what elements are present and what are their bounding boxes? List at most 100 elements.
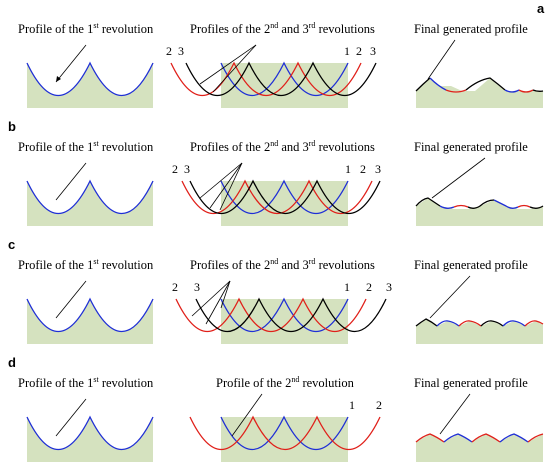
final-segment [415, 433, 445, 443]
final-segment [467, 199, 495, 209]
profile-curve-rev1 [26, 179, 154, 214]
final-segment [517, 204, 531, 208]
curve-number: 3 [386, 280, 392, 294]
final-segment [480, 320, 504, 327]
final-segment [532, 89, 544, 92]
row-label: c [8, 237, 15, 252]
final-segment [453, 204, 469, 208]
curve-number: 2 [356, 44, 362, 58]
profile-curve-rev2 [170, 61, 362, 96]
arrow-head [56, 76, 61, 82]
pointer-arrow [439, 393, 471, 435]
row-label: d [8, 355, 16, 370]
curve-number: 2 [166, 44, 172, 58]
caption-first-revolution: Profile of the 1st revolution [18, 139, 154, 154]
row-label: a [537, 1, 545, 16]
profile-curve-rev1 [220, 61, 349, 96]
final-segment [415, 77, 431, 92]
curve-number: 3 [375, 162, 381, 176]
caption-final-profile: Final generated profile [414, 258, 528, 272]
final-segment [458, 320, 482, 327]
curve-number: 1 [349, 398, 355, 412]
pointer-arrow [429, 275, 471, 319]
pointer-arrow [431, 157, 486, 199]
row-d: d Profile of the 1st revolution Profile … [8, 355, 544, 462]
final-segment [415, 318, 438, 327]
base-block [27, 417, 153, 462]
pointer-arrow [55, 44, 87, 83]
caption-final-profile: Final generated profile [414, 140, 528, 154]
profile-curve-rev2 [181, 179, 373, 214]
profile-curve-rev2 [175, 297, 367, 332]
profile-curve-rev1 [220, 415, 349, 450]
pointer-arrow [209, 162, 243, 209]
final-segment [445, 89, 467, 93]
curve-number: 2 [172, 280, 178, 294]
curve-number: 2 [172, 162, 178, 176]
curve-number: 3 [184, 162, 190, 176]
row-b: b Profile of the 1st revolution Profiles… [8, 119, 544, 226]
pointer-arrow [212, 44, 257, 93]
final-segment [436, 320, 460, 327]
final-segment [471, 433, 501, 443]
final-segment [443, 433, 473, 443]
curve-number: 1 [345, 162, 351, 176]
curve-number: 3 [370, 44, 376, 58]
final-segment [439, 205, 455, 209]
base-block [416, 78, 543, 108]
pointer-arrow [191, 280, 231, 317]
curve-number: 2 [360, 162, 366, 176]
base-block [221, 299, 348, 344]
pointer-arrow [219, 162, 243, 211]
profile-curve-rev3 [185, 61, 377, 96]
base-block [221, 417, 348, 462]
row-a: a Profile of the 1st revolution Profiles… [18, 1, 545, 108]
base-block [416, 198, 543, 226]
pointer-arrow [55, 398, 87, 437]
final-segment [465, 77, 506, 91]
profile-curve-rev3 [189, 179, 381, 214]
curve-number: 1 [344, 280, 350, 294]
caption-first-revolution: Profile of the 1st revolution [18, 21, 154, 36]
base-block [416, 319, 543, 344]
curve-number: 2 [376, 398, 382, 412]
final-segment [524, 320, 544, 327]
caption-first-revolution: Profile of the 1st revolution [18, 375, 154, 390]
final-segment [504, 89, 520, 93]
profile-curve-rev1 [26, 61, 154, 96]
pointer-arrow [220, 280, 231, 309]
base-block [27, 63, 153, 108]
base-block [27, 181, 153, 226]
profile-curve-rev2 [189, 415, 381, 450]
final-segment [415, 197, 441, 207]
base-block [416, 434, 543, 462]
pointer-arrow [427, 39, 456, 80]
final-segment [518, 89, 534, 93]
curve-number: 3 [194, 280, 200, 294]
final-segment [527, 433, 544, 443]
caption-second-third-revolutions: Profiles of the 2nd and 3rd revolutions [190, 21, 375, 36]
caption-final-profile: Final generated profile [414, 22, 528, 36]
caption-second-third-revolutions: Profiles of the 2nd and 3rd revolutions [190, 139, 375, 154]
pointer-arrow [231, 393, 263, 437]
profile-curve-rev3 [195, 297, 387, 332]
profile-curve-rev1 [26, 297, 154, 332]
caption-first-revolution: Profile of the 1st revolution [18, 257, 154, 272]
curve-number: 3 [178, 44, 184, 58]
final-segment [502, 320, 526, 327]
pointer-arrow [55, 280, 87, 319]
row-label: b [8, 119, 16, 134]
profile-curve-rev1 [26, 415, 154, 450]
pointer-arrow [199, 162, 243, 199]
final-segment [493, 199, 519, 209]
caption-second-revolution: Profile of the 2nd revolution [216, 375, 355, 390]
final-segment [429, 77, 447, 91]
curve-number: 2 [366, 280, 372, 294]
pointer-arrow [205, 280, 231, 325]
final-segment [499, 433, 529, 443]
row-c: c Profile of the 1st revolution Profiles… [8, 237, 544, 344]
final-segment [529, 205, 544, 209]
curve-number: 1 [344, 44, 350, 58]
pointer-arrow [55, 162, 87, 201]
